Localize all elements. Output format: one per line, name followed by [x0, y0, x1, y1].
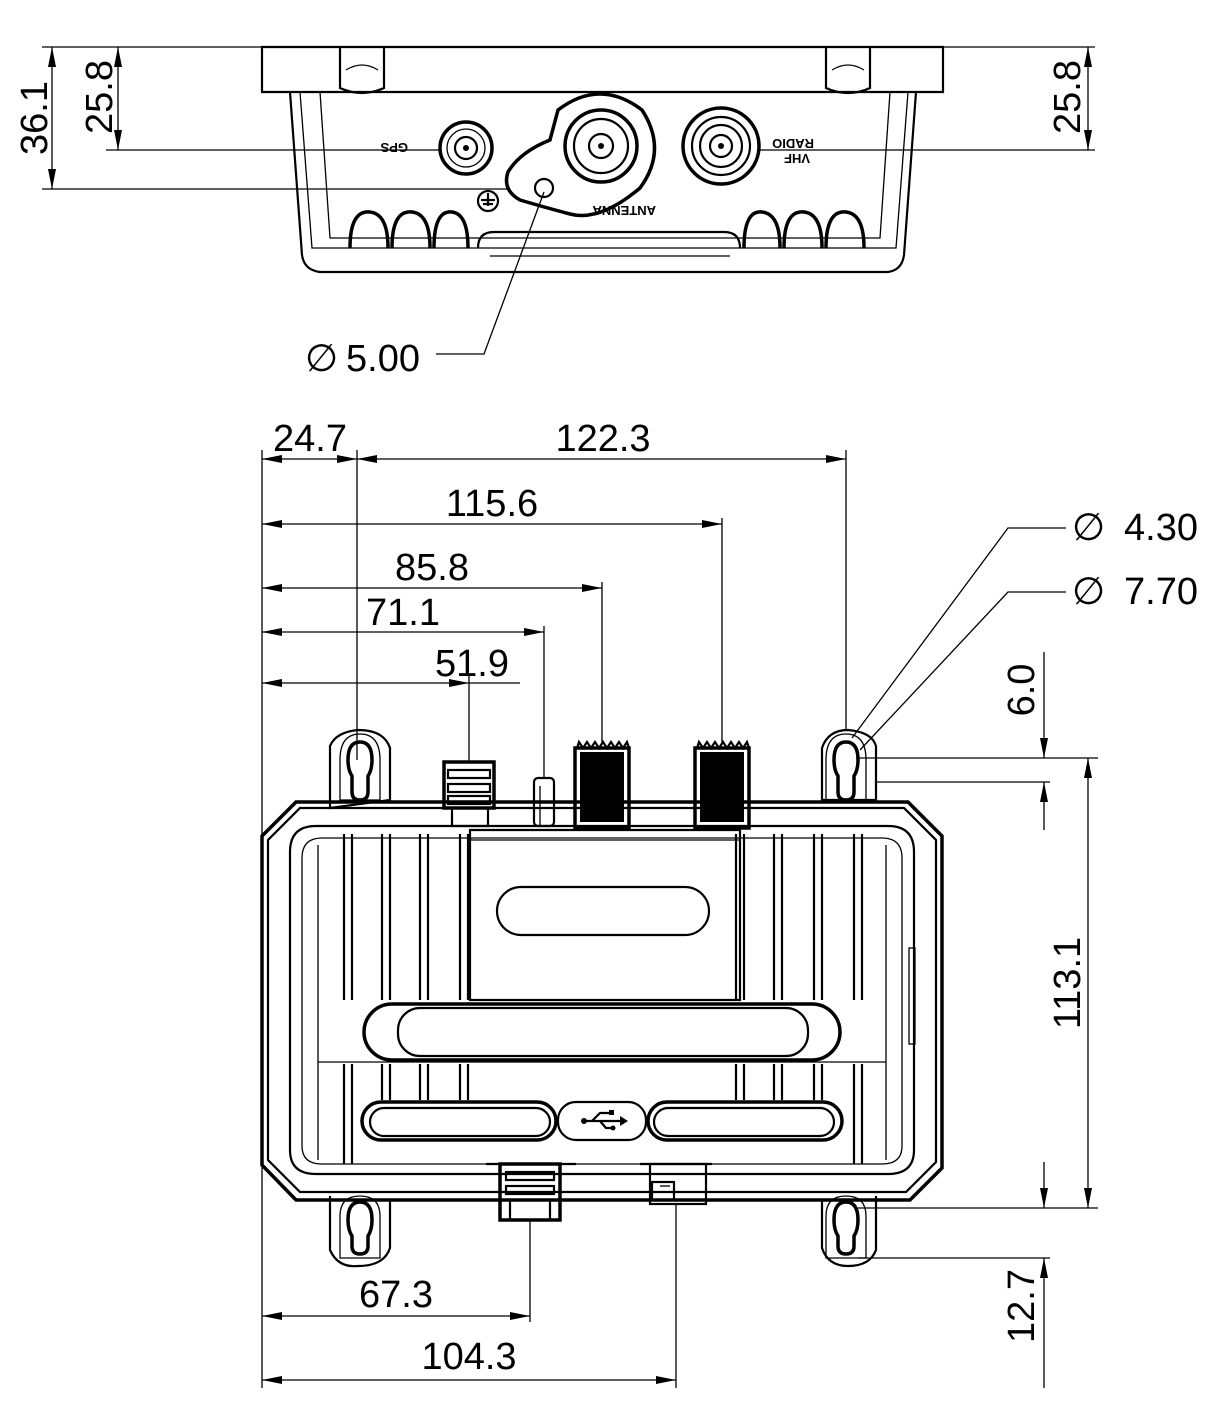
dim-113-1: 113.1	[1047, 937, 1089, 1029]
dim-6-0: 6.0	[1001, 664, 1043, 717]
fins	[342, 834, 864, 1164]
keyhole-top-right	[825, 733, 867, 802]
keyhole-bottom-right	[825, 1195, 867, 1259]
dim-122-3: 122.3	[555, 418, 650, 460]
dim-71-1: 71.1	[366, 592, 440, 634]
dim-hole-5-00: 5.00	[346, 338, 420, 380]
antenna-connector	[504, 92, 657, 218]
front-view: 24.7 122.3 115.6 85.8 71.1 51.9 67.3 104…	[260, 418, 1198, 1388]
vhf-connector	[681, 106, 761, 186]
dim-67-3: 67.3	[359, 1274, 433, 1316]
dim-hole-7-70: 7.70	[1124, 571, 1198, 613]
vhf-label-line1: VHF	[784, 151, 810, 166]
dim-51-9: 51.9	[435, 643, 509, 685]
diameter-symbol-7-70: ∅	[1072, 571, 1105, 613]
diameter-symbol-4-30: ∅	[1072, 507, 1105, 549]
vhf-label-line2: RADIO	[772, 136, 814, 151]
ground-icon	[476, 189, 500, 213]
dim-25-8-left: 25.8	[79, 60, 121, 134]
usb-connector-side	[640, 1162, 712, 1206]
top-view: GPS ANTENNA VHF RADIO	[14, 45, 1095, 380]
antenna-connector-side	[573, 739, 631, 830]
dim-24-7: 24.7	[273, 418, 347, 460]
dim-hole-4-30: 4.30	[1124, 507, 1198, 549]
dim-104-3: 104.3	[421, 1336, 516, 1378]
dim-12-7: 12.7	[1001, 1269, 1043, 1343]
diameter-symbol-5: ∅	[305, 338, 338, 380]
gps-connector-side	[442, 760, 496, 828]
dim-115-6: 115.6	[446, 483, 538, 525]
dim-25-8-right: 25.8	[1047, 60, 1089, 134]
dim-85-8: 85.8	[395, 547, 469, 589]
keyhole-bottom-left	[339, 1195, 381, 1259]
antenna-label: ANTENNA	[592, 203, 656, 218]
vhf-connector-side	[693, 739, 751, 830]
keyhole-top-left	[339, 733, 381, 802]
dim-36-1: 36.1	[14, 81, 56, 155]
usb-icon	[581, 1110, 628, 1131]
gps-label: GPS	[380, 140, 408, 155]
gps-connector	[438, 120, 494, 176]
